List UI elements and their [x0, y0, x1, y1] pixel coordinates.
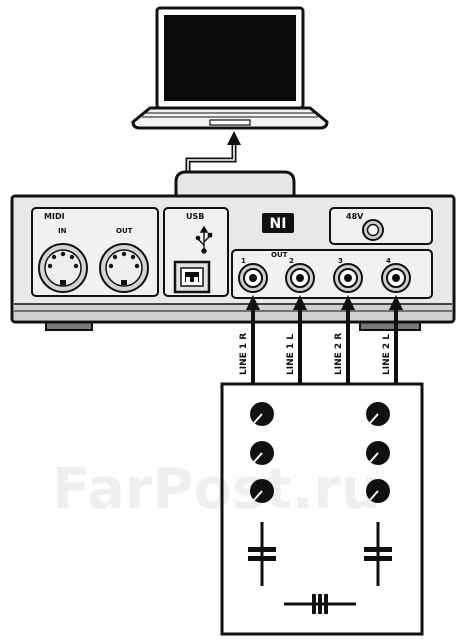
- mixer: [220, 382, 424, 636]
- knob-icon[interactable]: [250, 441, 274, 465]
- cable-label: LINE 1 R: [239, 333, 249, 375]
- ni-logo: NI: [262, 213, 294, 233]
- output-panel: [231, 249, 433, 299]
- output-jack-2[interactable]: [285, 263, 315, 293]
- laptop-trackpad: [209, 119, 251, 126]
- laptop-screen: [164, 15, 296, 101]
- arrow-up-icon: [227, 131, 241, 145]
- phantom-label: 48V: [346, 212, 364, 221]
- output-number: 4: [386, 257, 391, 265]
- interface-top-hump: [174, 170, 296, 198]
- laptop: [131, 6, 329, 130]
- usb-title: USB: [186, 212, 204, 221]
- knob-icon[interactable]: [250, 402, 274, 426]
- cable-label: LINE 2 R: [334, 333, 344, 375]
- arrow-up-icon: [293, 295, 307, 310]
- output-title: OUT: [271, 251, 288, 259]
- mixer-body: [220, 382, 424, 636]
- knob-icon[interactable]: [366, 402, 390, 426]
- crossfader[interactable]: [284, 594, 356, 614]
- channel-fader-left[interactable]: [248, 522, 276, 586]
- watermark: FarPost.ru: [52, 457, 381, 522]
- audio-interface: MIDI IN OUT USB: [10, 170, 456, 331]
- cable-label: LINE 1 L: [286, 334, 296, 375]
- arrow-up-icon: [341, 295, 355, 310]
- usb-trident-icon: [195, 225, 213, 254]
- knob-icon[interactable]: [250, 479, 274, 503]
- cable-line-2-r: [341, 295, 355, 385]
- knob-icon[interactable]: [366, 441, 390, 465]
- output-number: 2: [289, 257, 294, 265]
- midi-out-port[interactable]: [99, 243, 149, 293]
- midi-title: MIDI: [44, 212, 65, 221]
- svg-text:NI: NI: [270, 216, 287, 232]
- phantom-button[interactable]: [362, 219, 384, 241]
- output-jack-4[interactable]: [381, 263, 411, 293]
- cable-line-1-l: [293, 295, 307, 385]
- cable-line-1-r: [246, 295, 260, 385]
- knob-icon[interactable]: [366, 479, 390, 503]
- midi-out-label: OUT: [116, 227, 133, 235]
- output-jack-1[interactable]: [238, 263, 268, 293]
- midi-in-label: IN: [58, 227, 67, 235]
- output-number: 1: [241, 257, 246, 265]
- midi-in-port[interactable]: [38, 243, 88, 293]
- usb-port[interactable]: [173, 260, 211, 294]
- line-cables: LINE 1 R LINE 1 L LINE 2 R LINE 2 L: [239, 295, 403, 385]
- arrow-up-icon: [246, 295, 260, 310]
- cable-line-2-l: [389, 295, 403, 385]
- cable-label: LINE 2 L: [382, 334, 392, 375]
- channel-fader-right[interactable]: [364, 522, 392, 586]
- arrow-up-icon: [389, 295, 403, 310]
- output-jack-3[interactable]: [333, 263, 363, 293]
- output-number: 3: [338, 257, 343, 265]
